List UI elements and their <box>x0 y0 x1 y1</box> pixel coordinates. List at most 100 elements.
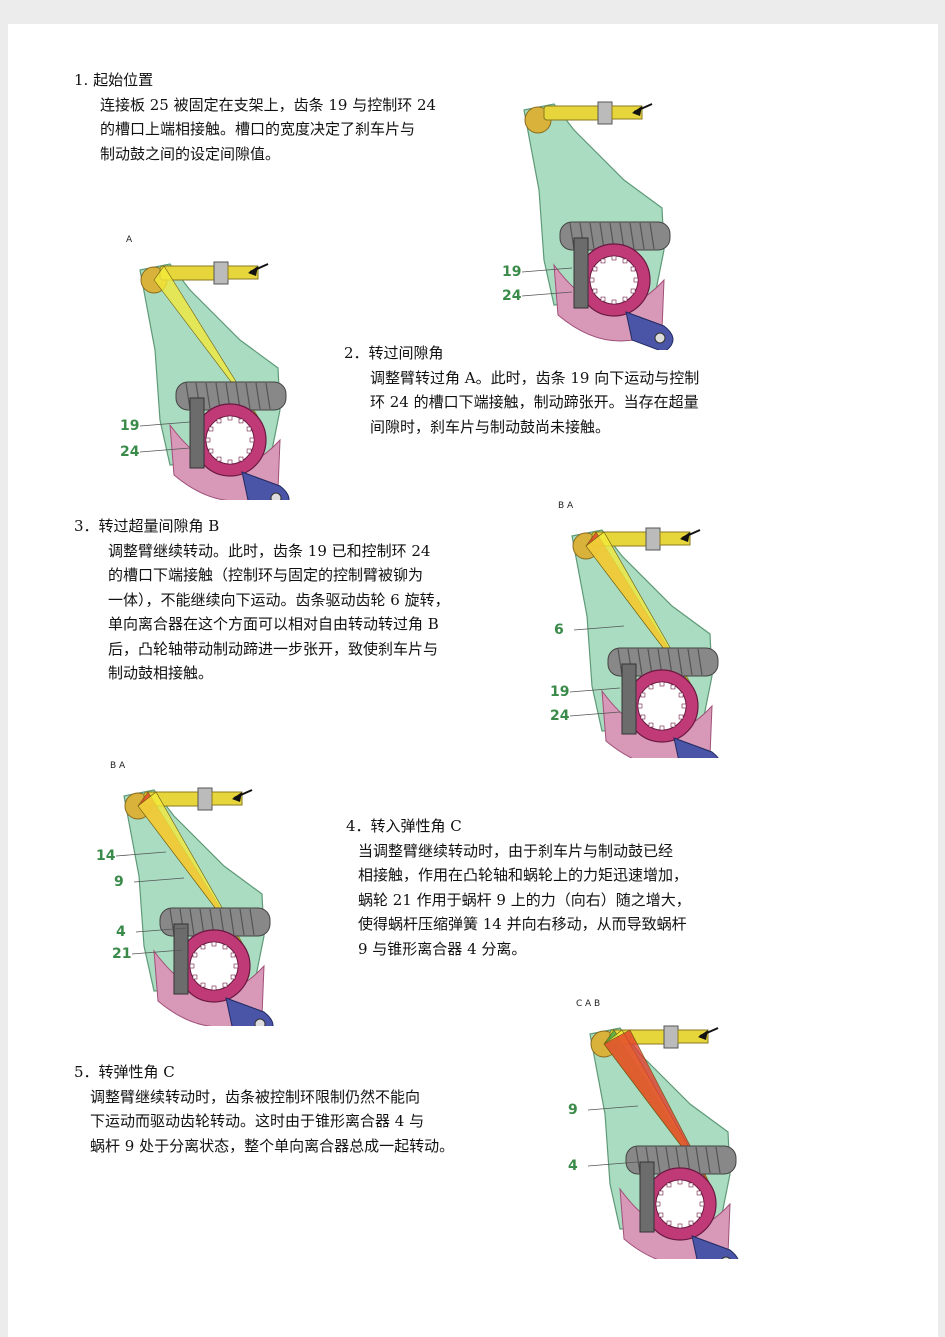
worm-thread <box>639 222 645 250</box>
worm-thread <box>185 382 191 410</box>
hex-nut <box>597 101 613 125</box>
worm-thread <box>677 648 683 676</box>
section-1: 1. 起始位置 连接板 25 被固定在支架上，齿条 19 与控制环 24 的槽口… <box>74 68 436 166</box>
spline-tooth <box>230 952 236 958</box>
callout-leader <box>135 927 187 933</box>
splined-hole <box>189 941 239 991</box>
worm-thread <box>705 1146 711 1174</box>
section-2: 2．转过间隙角 调整臂转过角 A。此时，齿条 19 向下运动与控制 环 24 的… <box>344 341 699 439</box>
threaded-end <box>611 105 643 120</box>
worm-thread <box>255 382 261 410</box>
spline-tooth <box>189 963 195 969</box>
slack-adjuster-figure-1: 192425 <box>490 60 680 350</box>
worm-thread <box>589 222 595 250</box>
spline-tooth <box>666 1182 672 1188</box>
spline-tooth <box>670 722 676 728</box>
document-page: 1. 起始位置 连接板 25 被固定在支架上，齿条 19 与控制环 24 的槽口… <box>8 24 938 1337</box>
angle-label-a: A <box>567 501 574 511</box>
threaded-end <box>659 531 691 546</box>
callout-9: 9 <box>114 874 124 890</box>
spline-tooth <box>622 258 628 264</box>
angle-label-a: A <box>119 761 126 771</box>
section-4-line: 相接触，作用在凸轮轴和蜗轮上的力矩迅速增加， <box>358 866 689 884</box>
worm-thread <box>629 222 635 250</box>
worm-thread <box>249 908 255 936</box>
spline-tooth <box>192 952 198 958</box>
push-arrow-head <box>680 532 690 542</box>
spline-tooth <box>249 437 255 443</box>
section-3-line: 单向离合器在这个方面可以相对自由转动转过角 B <box>108 615 439 633</box>
spline-tooth <box>640 692 646 698</box>
spline-tooth <box>658 1212 664 1218</box>
section-3-line: 制动鼓相接触。 <box>108 664 214 682</box>
worm-thread <box>599 222 605 250</box>
spline-tooth <box>208 448 214 454</box>
callout-19: 19 <box>502 264 521 280</box>
spline-tooth <box>633 277 639 283</box>
section-3-line: 一体），不能继续向下运动。齿条驱动齿轮 6 旋转， <box>108 590 450 609</box>
angle-label-a: A <box>585 999 592 1009</box>
worm-thread <box>649 222 655 250</box>
callout-24: 24 <box>550 708 570 724</box>
section-5: 5．转弹性角 C 调整臂继续转动时，齿条被控制环限制仍然不能向 下运动而驱动齿轮… <box>74 1060 454 1158</box>
splined-hole <box>637 681 687 731</box>
spline-tooth <box>592 266 598 272</box>
spline-tooth <box>630 288 636 294</box>
link-bolt <box>654 332 666 344</box>
section-2-heading: 2．转过间隙角 <box>344 344 444 362</box>
worm-thread <box>665 1146 671 1174</box>
callout-leader <box>139 421 191 427</box>
worm-thread <box>647 648 653 676</box>
callout-leader <box>521 267 573 273</box>
threaded-end <box>227 265 259 280</box>
spline-tooth <box>677 1223 683 1229</box>
spline-tooth <box>211 985 217 991</box>
spline-tooth <box>681 703 687 709</box>
spline-tooth <box>238 418 244 424</box>
worm-thread <box>635 1146 641 1174</box>
spline-tooth <box>222 982 228 988</box>
link-plate <box>673 737 719 758</box>
rack-bar <box>573 237 589 309</box>
spline-tooth <box>655 1201 661 1207</box>
spline-tooth <box>216 456 222 462</box>
callout-19: 19 <box>120 418 139 434</box>
callout-leader <box>587 1105 639 1111</box>
worm-thread <box>695 1146 701 1174</box>
callout-leader <box>131 949 183 955</box>
section-4-heading: 4．转入弹性角 C <box>346 817 462 835</box>
spline-tooth <box>208 426 214 432</box>
splined-hole <box>589 255 639 305</box>
clevis-rod <box>543 105 601 121</box>
section-5-heading: 5．转弹性角 C <box>74 1063 175 1081</box>
angle-label-a: A <box>126 235 133 245</box>
section-1-heading: 1. 起始位置 <box>74 71 154 89</box>
hex-nut <box>663 1025 679 1049</box>
spline-tooth <box>246 426 252 432</box>
worm-thread <box>637 648 643 676</box>
angle-label-b: B <box>558 501 564 511</box>
push-arrow-head <box>248 266 258 276</box>
worm-thread <box>715 1146 721 1174</box>
spline-tooth <box>659 681 665 687</box>
hex-nut <box>213 261 229 285</box>
splined-hole <box>205 415 255 465</box>
push-arrow-head <box>232 792 242 802</box>
section-3-line: 的槽口下端接触（控制环与固定的控制臂被铆为 <box>108 566 424 584</box>
section-1-line: 制动鼓之间的设定间隙值。 <box>100 144 281 163</box>
spline-tooth <box>592 288 598 294</box>
worm-thread <box>205 382 211 410</box>
spline-tooth <box>211 941 217 947</box>
spline-tooth <box>230 974 236 980</box>
spline-tooth <box>666 1220 672 1226</box>
rack-bar <box>639 1161 655 1233</box>
spline-tooth <box>630 266 636 272</box>
worm-thread <box>245 382 251 410</box>
